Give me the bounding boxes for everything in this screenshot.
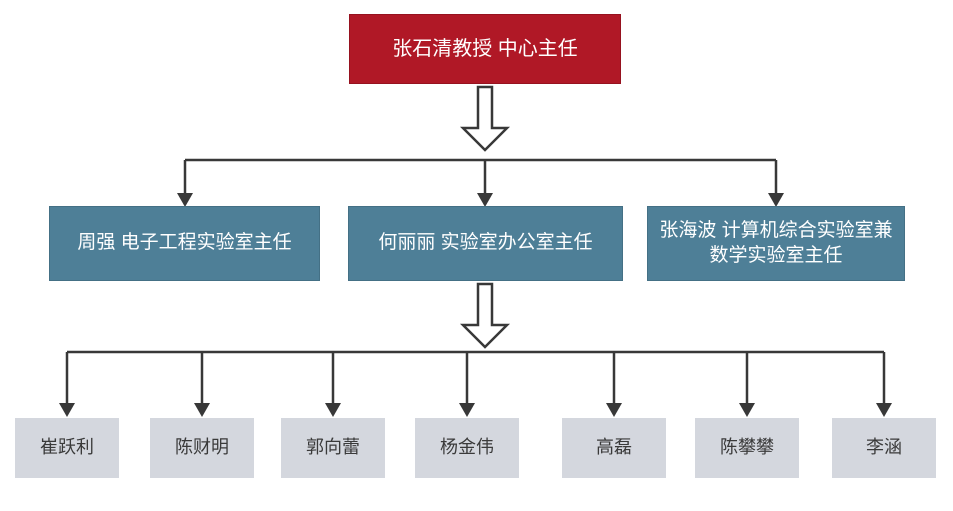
org-node-label: 崔跃利 (40, 437, 94, 458)
org-node-staff-5: 高磊 (562, 418, 666, 478)
org-node-lab-office-director: 何丽丽 实验室办公室主任 (348, 206, 623, 281)
arrowhead-staff-3 (325, 403, 341, 417)
org-node-staff-7: 李涵 (832, 418, 936, 478)
org-node-label: 陈财明 (175, 437, 229, 458)
org-node-label: 张石清教授 中心主任 (392, 38, 578, 60)
arrowhead-manager-1 (177, 193, 193, 207)
org-node-label: 高磊 (596, 437, 632, 458)
arrowhead-staff-4 (459, 403, 475, 417)
org-node-staff-6: 陈攀攀 (695, 418, 799, 478)
arrowhead-staff-1 (59, 403, 75, 417)
org-node-staff-3: 郭向蕾 (281, 418, 385, 478)
arrowhead-staff-7 (876, 403, 892, 417)
org-node-label: 张海波 计算机综合实验室兼数学实验室主任 (659, 219, 893, 266)
org-node-electronics-lab-director: 周强 电子工程实验室主任 (49, 206, 320, 281)
org-node-staff-2: 陈财明 (150, 418, 254, 478)
org-node-label: 何丽丽 实验室办公室主任 (378, 232, 593, 254)
level2-connector-line (183, 158, 778, 195)
org-node-label: 郭向蕾 (306, 437, 360, 458)
block-arrow-down-bottom (459, 282, 511, 349)
org-node-staff-1: 崔跃利 (15, 418, 119, 478)
arrowhead-staff-6 (739, 403, 755, 417)
block-arrow-down-top (459, 85, 511, 152)
arrowhead-staff-2 (194, 403, 210, 417)
org-node-center-director: 张石清教授 中心主任 (349, 14, 621, 84)
org-node-label: 周强 电子工程实验室主任 (77, 232, 292, 254)
org-node-label: 陈攀攀 (720, 437, 774, 458)
org-node-label: 李涵 (866, 437, 902, 458)
org-node-label: 杨金伟 (440, 437, 494, 458)
level3-connector-line (65, 350, 886, 405)
arrowhead-staff-5 (606, 403, 622, 417)
org-node-staff-4: 杨金伟 (415, 418, 519, 478)
arrowhead-manager-2 (477, 193, 493, 207)
org-node-computer-math-lab-director: 张海波 计算机综合实验室兼数学实验室主任 (647, 206, 905, 281)
arrowhead-manager-3 (768, 193, 784, 207)
